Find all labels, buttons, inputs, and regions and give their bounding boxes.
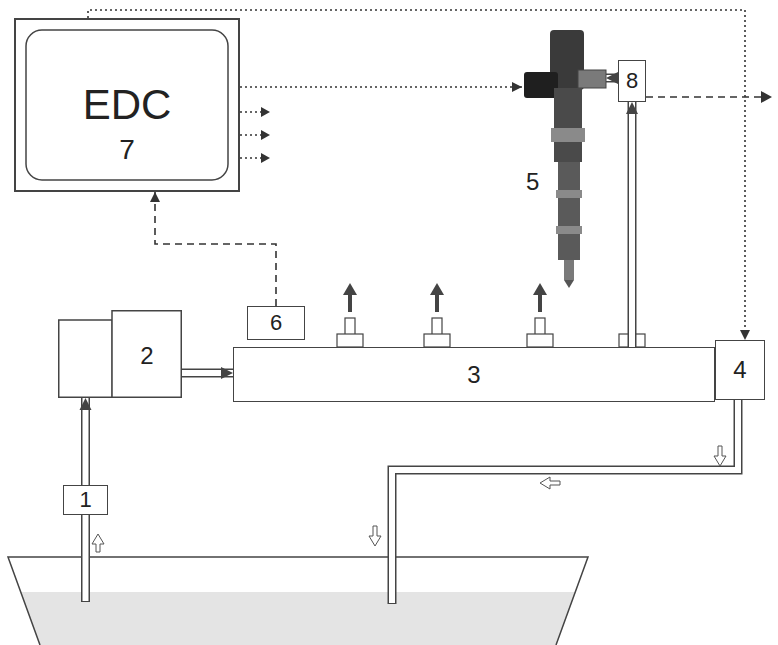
- output-signal: [240, 134, 262, 136]
- signal-arrowhead: [150, 192, 160, 202]
- sensor-box: 6: [247, 306, 305, 340]
- flow-arrow: [92, 534, 104, 552]
- return-pipe-bore: [392, 399, 738, 603]
- nozzle-tip: [564, 280, 574, 288]
- injector-inlet: [578, 70, 606, 88]
- pressure-arrow: [533, 283, 547, 295]
- callout-number: 4: [733, 358, 746, 382]
- callout-number: 2: [140, 344, 153, 368]
- pipe-wall: [81, 398, 90, 485]
- signal-path: [240, 86, 522, 88]
- pipe-bore: [83, 398, 89, 485]
- unit-name: EDC: [83, 84, 172, 126]
- injector-nut: [551, 128, 585, 142]
- rail-fitting-nut: [337, 334, 363, 347]
- signal-line: [150, 192, 276, 306]
- pump-drive-housing: [59, 320, 113, 397]
- rail-fitting-nut: [527, 334, 553, 347]
- injector-body: [554, 88, 582, 162]
- callout-number: 1: [79, 489, 91, 511]
- fuel-line: [80, 398, 92, 485]
- injector-shaft: [558, 162, 580, 260]
- ecu-box: EDC 7: [14, 18, 240, 192]
- injector-nozzle: [564, 260, 574, 280]
- rail-outlet: [432, 318, 442, 336]
- return-pipe: [392, 400, 738, 604]
- output-signal: [240, 111, 262, 113]
- fuel-filter: 1: [63, 485, 108, 515]
- intake-pipe-bore: [83, 515, 89, 601]
- fuel-line: [182, 367, 233, 379]
- pump-outline: [58, 310, 182, 398]
- fuel-tank: [8, 557, 588, 645]
- pressure-arrow: [430, 283, 444, 295]
- rail-fitting-nut: [424, 334, 450, 347]
- pressure-valve: 4: [715, 340, 765, 400]
- injector-drawing: [522, 30, 606, 288]
- pump-housing: [112, 311, 181, 398]
- intake-pipe: [81, 515, 90, 602]
- callout-number: 5: [526, 170, 606, 194]
- sensor-box: 8: [618, 60, 646, 102]
- flow-arrowhead: [221, 367, 233, 379]
- injector-band: [556, 190, 582, 198]
- signal-arrowhead: [512, 82, 522, 92]
- pipe-wall: [628, 102, 637, 347]
- signal-path: [155, 192, 276, 306]
- fuel-line: [626, 102, 638, 347]
- flow-arrowhead: [606, 72, 618, 84]
- flow-arrowhead: [626, 102, 638, 114]
- injector-plug: [524, 72, 558, 98]
- callout-number: 3: [467, 363, 480, 387]
- flow-arrowhead: [80, 398, 92, 410]
- callout-number: 7: [119, 136, 135, 164]
- common-rail: 3: [233, 347, 715, 402]
- pressure-arrow: [343, 283, 357, 295]
- callout-number: 8: [626, 70, 638, 92]
- rail-outlet: [345, 318, 355, 336]
- flow-arrow: [540, 477, 560, 489]
- signal-arrowhead: [761, 91, 772, 103]
- callout-number: 6: [270, 312, 282, 334]
- rail-outlet: [535, 318, 545, 336]
- high-pressure-pump: 2: [58, 310, 182, 398]
- signal-arrowhead: [261, 153, 270, 163]
- injector: 5: [522, 30, 606, 288]
- pipe-bore: [629, 102, 635, 347]
- ecu-inner-frame: [26, 30, 228, 180]
- flow-arrow: [369, 526, 381, 546]
- signal-line: [240, 82, 522, 92]
- output-signal: [240, 157, 262, 159]
- signal-arrowhead: [261, 107, 270, 117]
- fuel-level: [21, 592, 576, 645]
- signal-arrowhead: [740, 330, 750, 340]
- signal-arrowhead: [261, 130, 270, 140]
- injector-band: [556, 226, 582, 234]
- fuel-line: [606, 72, 618, 84]
- flow-arrow: [714, 446, 726, 466]
